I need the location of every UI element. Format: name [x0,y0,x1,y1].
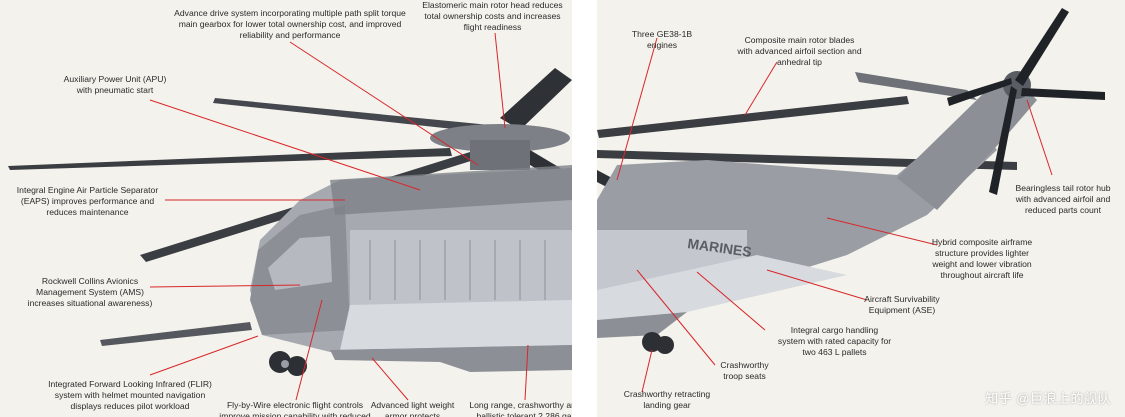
lower-hull [597,312,687,338]
tail-rotor-blade-down [989,86,1017,195]
callout-fuel: Long range, crashworthy and ballistic to… [469,400,572,417]
rotor-mast [470,140,530,170]
wheel-hub [281,360,289,368]
tail-boom [897,80,1037,210]
cabin-seats [369,240,546,300]
callout-engines: Three GE38-1B engines [631,29,693,50]
left-diagram-panel: Advance drive system incorporating multi… [0,0,572,417]
cockpit-window [268,236,332,290]
callout-lines [616,37,1053,393]
main-wheel-2 [656,336,674,354]
cabin-interior [350,230,572,310]
callout-fbw: Fly-by-Wire electronic flight controls i… [219,400,371,417]
callout-eaps: Integral Engine Air Particle Separator (… [16,185,159,217]
callout-avionics: Rockwell Collins Avionics Management Sys… [27,276,153,308]
tail-rotor-blade-up [1015,8,1069,86]
upper-frame [330,165,572,215]
rotor-hub [430,124,570,152]
right-diagram-panel: MARINES Three GE38-1B engines Composite … [597,0,1125,417]
callout-armor: Advanced light weight armor protects [370,400,455,417]
lower-hull [330,345,572,372]
cargo-ramp [597,255,847,320]
callout-troop: Crashworthy troop seats [720,360,769,381]
callout-ase: Aircraft Survivability Equipment (ASE) [864,294,940,315]
rotor-blade-left [8,148,452,170]
rotor-blade-rear [213,98,520,136]
watermark: 知乎 @巨浪上的舰队 [985,391,1111,406]
callout-drive-system: Advance drive system incorporating multi… [174,8,406,40]
callout-landing-gear: Crashworthy retracting landing gear [623,389,711,410]
callout-cargo: Integral cargo handling system with rate… [777,325,892,357]
callout-blades: Composite main rotor blades with advance… [737,35,862,67]
tail-rotor-blade-left [947,78,1012,106]
cargo-floor [340,300,572,350]
callout-airframe: Hybrid composite airframe structure prov… [931,237,1033,280]
helicopter-front-illustration [8,32,572,401]
tail-stabilizer [855,72,977,100]
refuel-probe [100,322,252,346]
callout-rotor-head: Elastomeric main rotor head reduces tota… [422,0,563,32]
panel-divider [572,0,597,417]
callout-tail-hub: Bearingless tail rotor hub with advanced… [1015,183,1111,215]
rotor-blade-upper [597,96,909,138]
front-wheel-2 [287,356,307,376]
helicopter-rear-illustration: MARINES [597,8,1105,393]
callout-flir: Integrated Forward Looking Infrared (FLI… [48,379,212,411]
rotor-blade-right [500,68,572,130]
callout-lines [149,32,529,401]
callout-apu: Auxiliary Power Unit (APU) with pneumati… [63,74,167,95]
tail-rotor-blade-right [1021,88,1105,100]
